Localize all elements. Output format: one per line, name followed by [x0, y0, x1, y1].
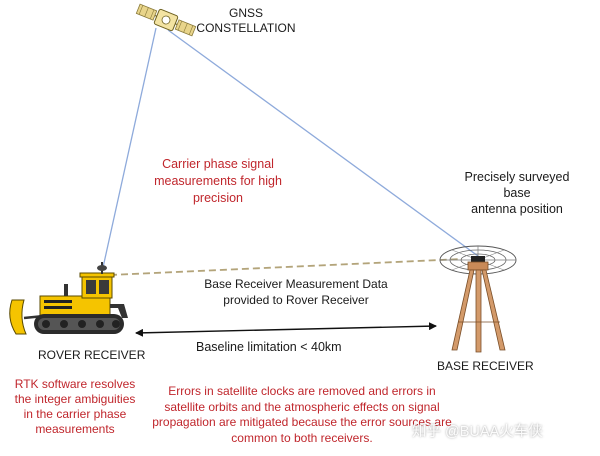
watermark: 知乎 @BUAA火车侠 [412, 424, 543, 440]
signal-line-rover [101, 27, 157, 273]
gnss-constellation-label: GNSS CONSTELLATION [196, 6, 296, 35]
rover-receiver-label: ROVER RECEIVER [38, 348, 146, 362]
signal-line-base [167, 29, 479, 257]
satellite-icon [135, 3, 197, 37]
baseline-arrow [135, 322, 437, 337]
bulldozer-icon [9, 272, 128, 335]
base-receiver-label: BASE RECEIVER [437, 359, 534, 373]
tripod-icon [451, 261, 506, 353]
error-mitigation-note: Errors in satellite clocks are removed a… [152, 384, 452, 445]
data-link-line [109, 258, 463, 276]
data-link-label: Base Receiver Measurement Data provided … [204, 277, 388, 307]
rover-antenna-icon [97, 262, 107, 274]
rtk-software-note: RTK software resolves the integer ambigu… [14, 377, 136, 436]
carrier-phase-label: Carrier phase signal measurements for hi… [154, 157, 282, 205]
surveyed-base-label: Precisely surveyed base antenna position [464, 170, 570, 216]
baseline-label: Baseline limitation < 40km [196, 340, 342, 354]
